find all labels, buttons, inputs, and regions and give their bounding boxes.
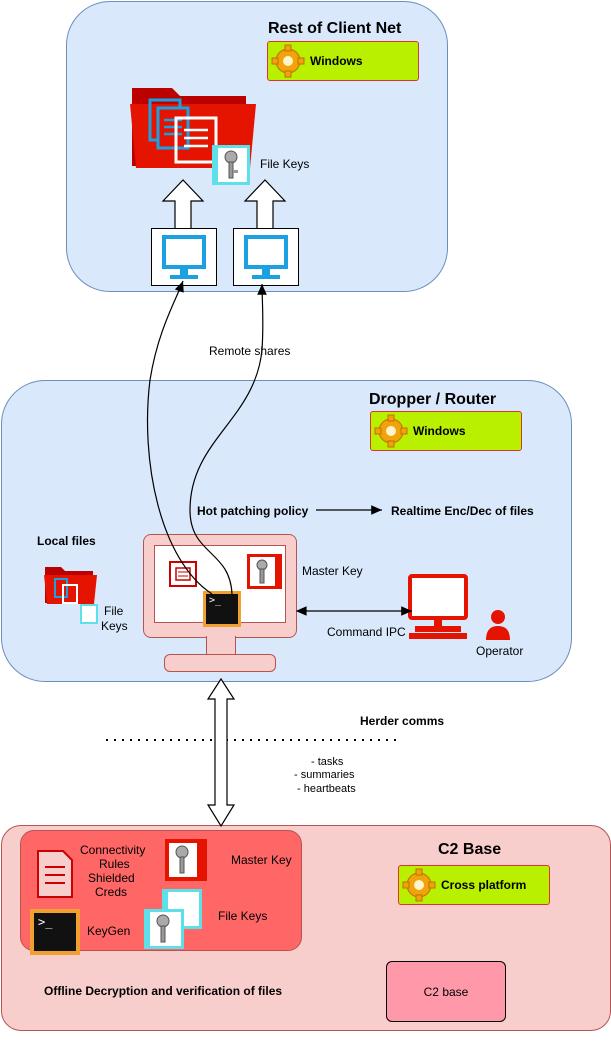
client-file-keys-label: File Keys: [260, 157, 310, 171]
local-file-keys-label-2: Keys: [101, 619, 128, 633]
workstation-icon: [408, 574, 468, 639]
dropper-os-badge: Windows: [370, 411, 522, 451]
master-key-icon: [247, 554, 282, 589]
c2-base-box-label: C2 base: [423, 984, 469, 999]
local-file-key-icon: [80, 604, 98, 624]
c2-file-keys-label: File Keys: [218, 909, 268, 923]
remote-shares-label: Remote shares: [209, 344, 291, 358]
client-net-title: Rest of Client Net: [268, 20, 402, 37]
terminal-icon: >_: [203, 591, 241, 627]
local-file-keys-label-1: File: [104, 604, 124, 618]
client-monitor-1: [151, 228, 217, 286]
badge-label: Cross platform: [441, 878, 527, 892]
realtime-label: Realtime Enc/Dec of files: [391, 504, 534, 518]
keygen-label: KeyGen: [87, 924, 131, 938]
c2-base-box: C2 base: [386, 961, 506, 1022]
rules-line-1: Connectivity: [80, 843, 146, 857]
operator-label: Operator: [476, 644, 524, 658]
herder-item-summaries: - summaries: [294, 769, 355, 781]
c2-master-key-label: Master Key: [231, 853, 292, 867]
gear-icon: [271, 44, 305, 78]
rules-document-icon: [37, 850, 73, 898]
document-icon: [169, 561, 197, 587]
master-key-label: Master Key: [302, 564, 363, 578]
up-arrow-1: [161, 179, 205, 228]
rules-line-2: Rules: [99, 857, 130, 871]
remote-share-curve-1: [146, 280, 213, 595]
herder-item-tasks: - tasks: [311, 756, 344, 768]
c2-title: C2 Base: [438, 841, 502, 858]
hot-patching-label: Hot patching policy: [197, 504, 309, 518]
c2-os-badge: Cross platform: [398, 865, 550, 905]
gear-icon: [402, 868, 436, 902]
remote-share-curve-2: [189, 283, 267, 595]
dropper-computer-base: [164, 654, 276, 672]
client-monitor-2: [233, 228, 299, 286]
operator-icon: [486, 610, 510, 640]
file-key-icon: [212, 145, 250, 185]
c2-file-key-icon-front: [144, 909, 184, 949]
rules-line-3: Shielded: [88, 871, 135, 885]
offline-decryption-label: Offline Decryption and verification of f…: [44, 984, 283, 998]
herder-comms-label: Herder comms: [360, 714, 445, 728]
client-net-os-badge: Windows: [267, 41, 419, 81]
local-files-label: Local files: [37, 534, 96, 548]
up-arrow-2: [243, 179, 287, 228]
badge-label: Windows: [413, 424, 466, 438]
dropper-computer-stand: [206, 636, 236, 656]
gear-icon: [374, 414, 408, 448]
badge-label: Windows: [310, 54, 363, 68]
dropper-title: Dropper / Router: [369, 391, 497, 408]
c2-master-key-icon: [165, 839, 207, 881]
keygen-terminal-icon: >_: [30, 909, 80, 955]
command-ipc-label: Command IPC: [327, 625, 406, 639]
rules-line-4: Creds: [95, 885, 128, 899]
herder-item-heartbeats: - heartbeats: [297, 783, 356, 795]
local-folder-icon: [44, 567, 97, 604]
